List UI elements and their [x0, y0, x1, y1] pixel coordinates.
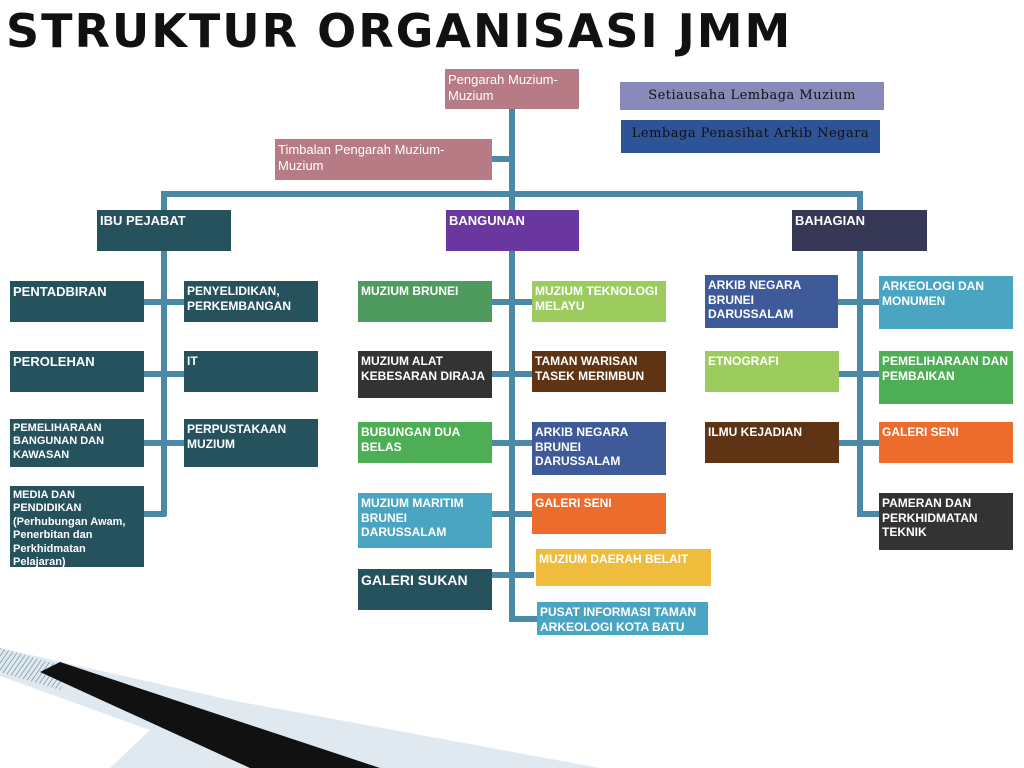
- ip-right-item: IT: [184, 351, 318, 392]
- bg-left-item: MUZIUM MARITIM BRUNEI DARUSSALAM: [358, 493, 492, 548]
- decoration-light-band: [0, 648, 600, 768]
- bg-left-item: MUZIUM BRUNEI: [358, 281, 492, 322]
- bg-right-item: MUZIUM DAERAH BELAIT: [536, 549, 711, 586]
- decoration-black-band: [40, 662, 380, 768]
- connector-drop-bangunan: [509, 191, 515, 213]
- bg-right-item: ARKIB NEGARA BRUNEI DARUSSALAM: [532, 422, 666, 475]
- connector-bg-1: [492, 299, 534, 305]
- ip-right-item: PENYELIDIKAN, PERKEMBANGAN: [184, 281, 318, 322]
- bg-left-item: MUZIUM ALAT KEBESARAN DIRAJA: [358, 351, 492, 398]
- bh-left-item: ARKIB NEGARA BRUNEI DARUSSALAM: [705, 275, 838, 328]
- setiausaha-box: Setiausaha Lembaga Muzium: [620, 82, 884, 110]
- connector-ip-1: [144, 299, 186, 305]
- decoration-white-band: [0, 676, 150, 768]
- page-title: STRUKTUR ORGANISASI JMM: [6, 4, 793, 58]
- connector-bh-2: [838, 371, 880, 377]
- connector-bangunan-trunk: [509, 250, 515, 622]
- connector-bg-5: [492, 572, 534, 578]
- bh-left-item: ETNOGRAFI: [705, 351, 839, 392]
- branch-bahagian: BAHAGIAN: [792, 210, 927, 251]
- connector-drop-ibu-pejabat: [161, 191, 167, 213]
- connector-ip-3: [144, 440, 186, 446]
- bg-left-item: BUBUNGAN DUA BELAS: [358, 422, 492, 463]
- bg-right-item: MUZIUM TEKNOLOGI MELAYU: [532, 281, 666, 322]
- bh-right-item: PEMELIHARAAN DAN PEMBAIKAN: [879, 351, 1013, 404]
- ip-left-item: PENTADBIRAN: [10, 281, 144, 322]
- bg-left-item: GALERI SUKAN: [358, 569, 492, 610]
- connector-ip-4: [144, 511, 166, 517]
- ip-left-item: PEMELIHARAAN BANGUNAN DAN KAWASAN: [10, 419, 144, 467]
- ip-left-item: MEDIA DAN PENDIDIKAN (Perhubungan Awam, …: [10, 486, 144, 567]
- bg-right-item: PUSAT INFORMASI TAMAN ARKEOLOGI KOTA BAT…: [537, 602, 708, 635]
- branch-ibu-pejabat: IBU PEJABAT: [97, 210, 231, 251]
- connector-bh-3: [838, 440, 880, 446]
- pengarah-box: Pengarah Muzium-Muzium: [445, 69, 579, 109]
- bh-right-item: PAMERAN DAN PERKHIDMATAN TEKNIK: [879, 493, 1013, 550]
- connector-ibu-pejabat-trunk: [161, 250, 167, 516]
- bh-right-item: GALERI SENI: [879, 422, 1013, 463]
- connector-bh-1: [838, 299, 880, 305]
- connector-bahagian-trunk: [857, 250, 863, 516]
- bg-right-item: TAMAN WARISAN TASEK MERIMBUN: [532, 351, 666, 392]
- decoration-hatch: [0, 648, 70, 690]
- branch-bangunan: BANGUNAN: [446, 210, 579, 251]
- connector-main-vertical: [509, 108, 515, 196]
- connector-bh-4: [857, 511, 880, 517]
- ip-left-item: PEROLEHAN: [10, 351, 144, 392]
- lembaga-box: Lembaga Penasihat Arkib Negara: [621, 120, 880, 153]
- connector-ip-2: [144, 371, 186, 377]
- connector-bg-6: [509, 616, 539, 622]
- ip-right-item: PERPUSTAKAAN MUZIUM: [184, 419, 318, 467]
- connector-bg-2: [492, 371, 534, 377]
- bh-left-item: ILMU KEJADIAN: [705, 422, 839, 463]
- connector-bg-4: [492, 511, 534, 517]
- bg-right-item: GALERI SENI: [532, 493, 666, 534]
- bh-right-item: ARKEOLOGI DAN MONUMEN: [879, 276, 1013, 329]
- connector-drop-bahagian: [857, 191, 863, 213]
- connector-bg-3: [492, 440, 534, 446]
- timbalan-box: Timbalan Pengarah Muzium-Muzium: [275, 139, 492, 180]
- connector-timbalan: [492, 156, 512, 162]
